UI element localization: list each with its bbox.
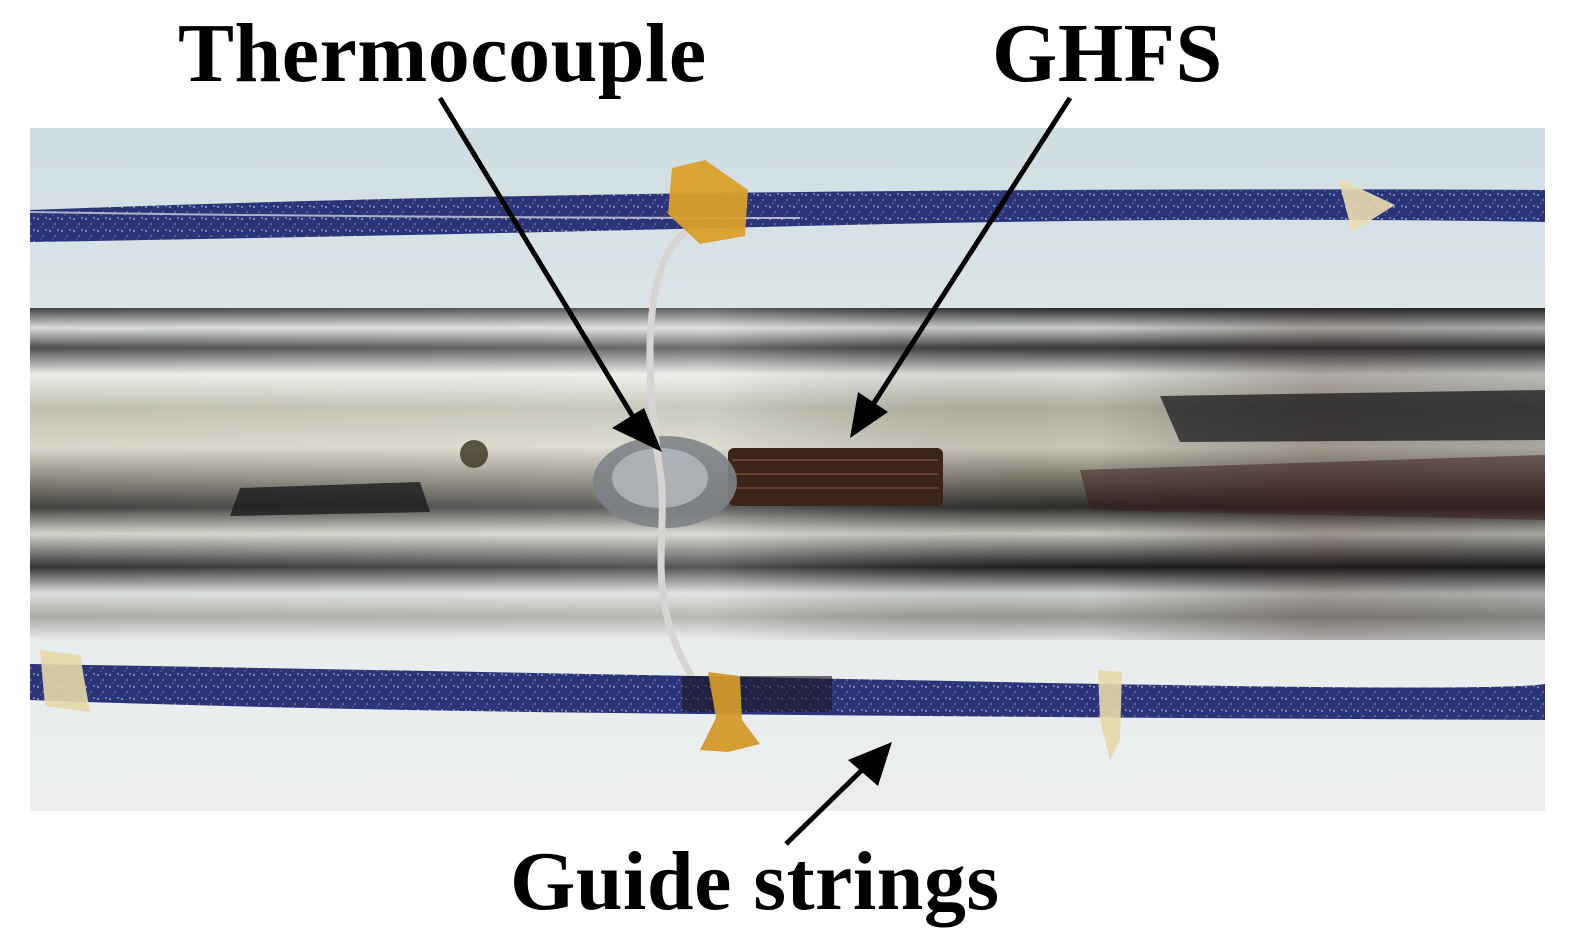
label-ghfs: GHFS [992,7,1223,100]
arrow-guide-strings [784,742,892,846]
thermocouple-wire [646,226,703,692]
label-thermocouple: Thermocouple [178,7,707,100]
arrow-thermocouple [437,96,662,452]
glue-bottom [700,672,760,752]
glue-top [668,160,748,244]
arrow-ghfs [850,96,1073,438]
guide-string-bottom [30,650,1545,760]
label-guide-strings: Guide strings [510,835,1000,928]
ghfs-sensor [728,448,943,506]
